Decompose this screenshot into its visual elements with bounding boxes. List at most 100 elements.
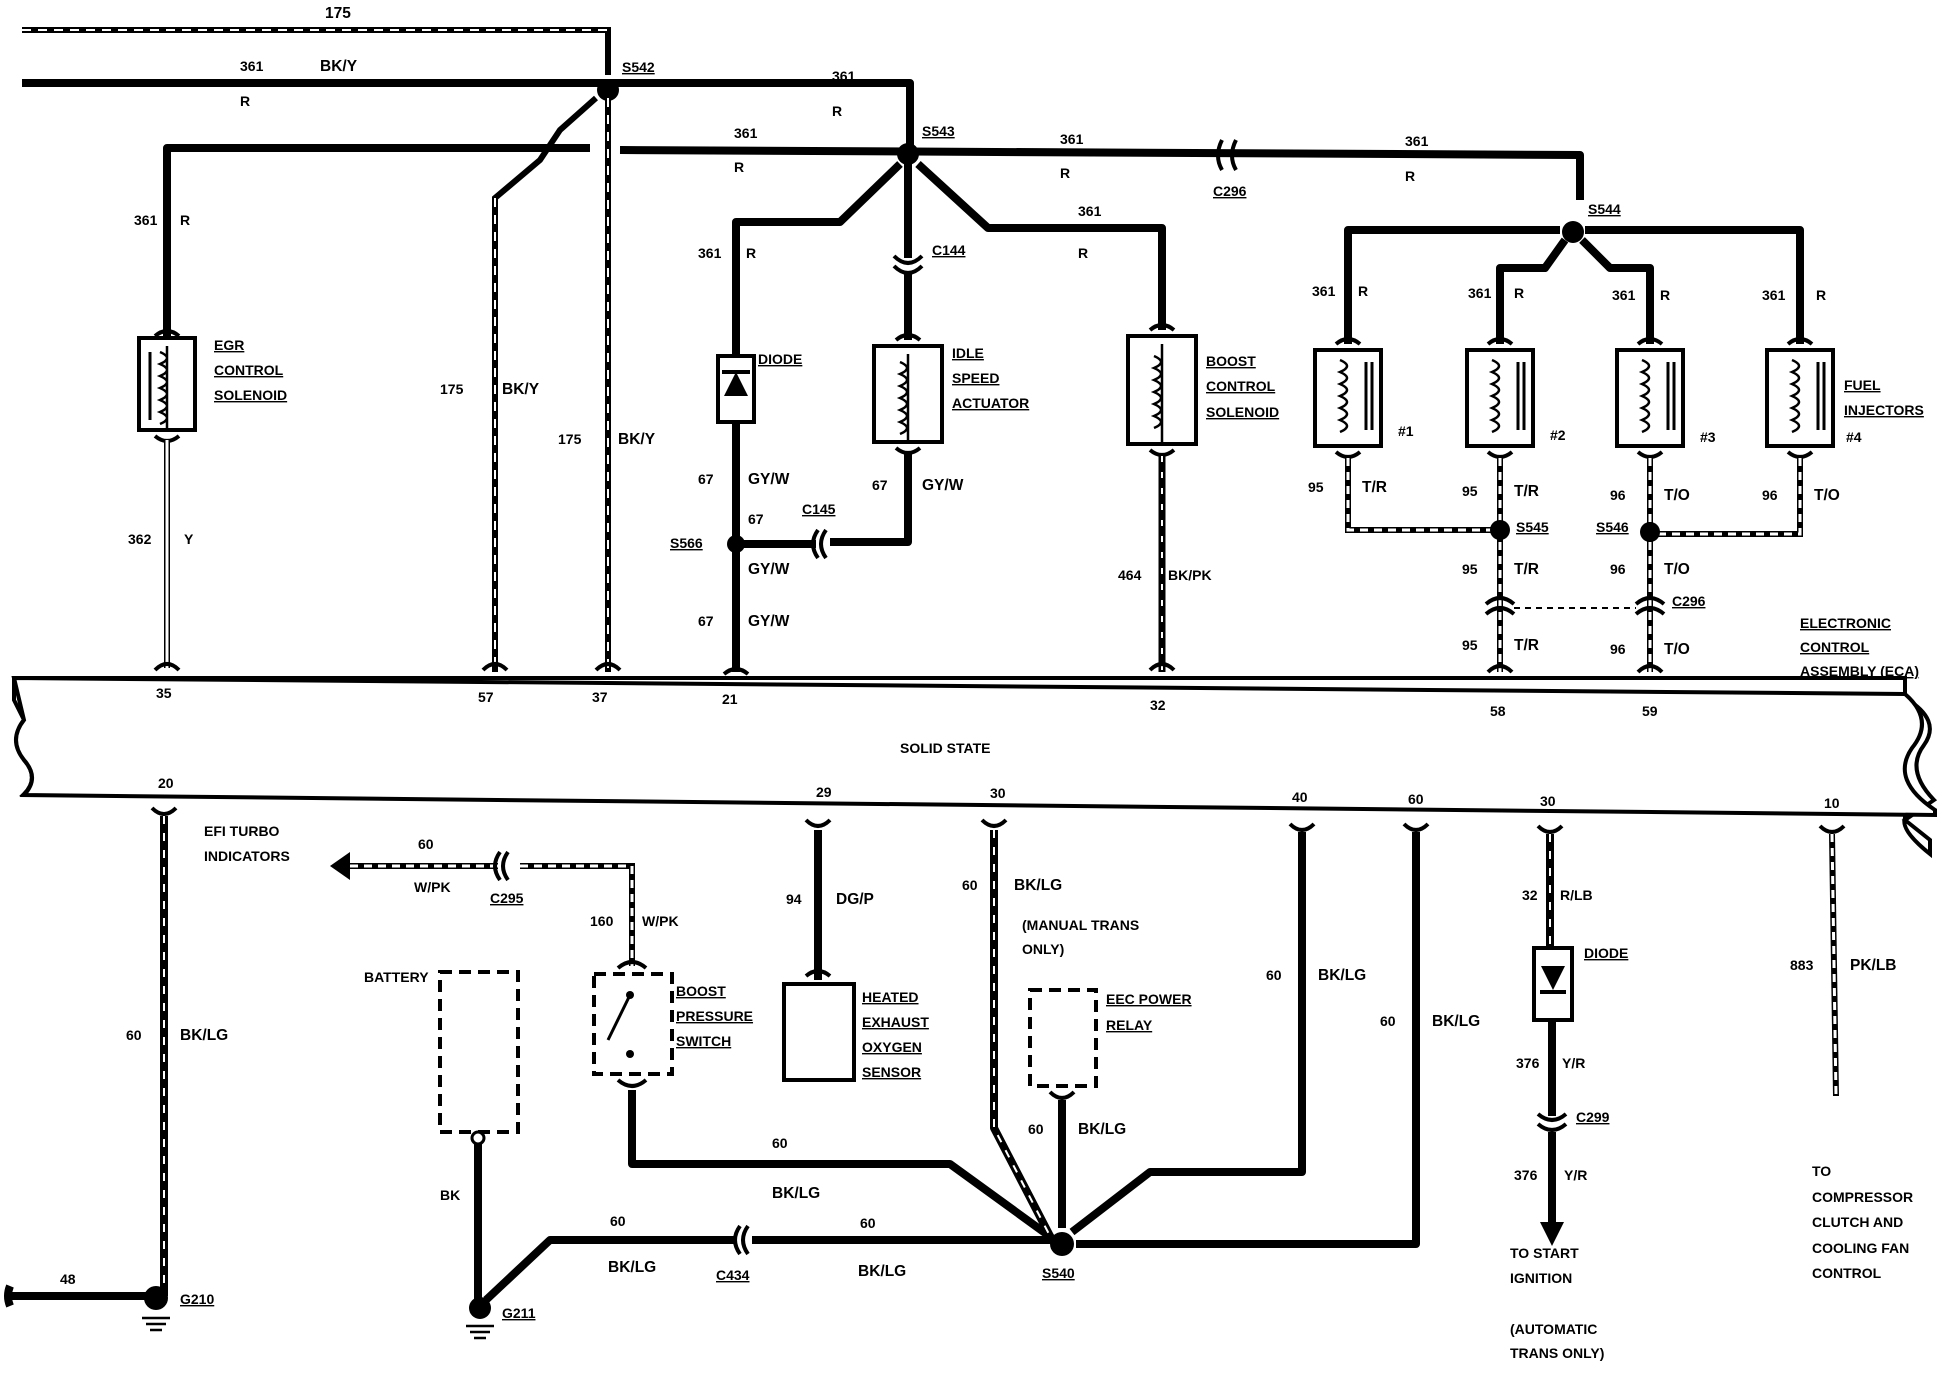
wire-label: 60 <box>860 1215 876 1231</box>
component-label: SPEED <box>952 370 999 386</box>
pin-number: 29 <box>816 784 832 800</box>
connector <box>1048 1090 1076 1100</box>
splice-s545 <box>1490 520 1510 540</box>
eca-bar <box>11 675 1937 818</box>
wire-label: 60 <box>1028 1121 1044 1137</box>
splice-label: S546 <box>1596 519 1629 535</box>
wire-label: R <box>1358 283 1368 299</box>
wire-label: 60 <box>772 1135 788 1151</box>
component-label: DIODE <box>758 351 802 367</box>
component-label: TO START <box>1510 1245 1579 1261</box>
pin-number: 59 <box>1642 703 1658 719</box>
battery <box>438 970 520 1134</box>
wire-label: 95 <box>1462 561 1478 577</box>
splice-s542 <box>597 79 619 101</box>
splice-s540 <box>1050 1232 1074 1256</box>
ground-icon <box>142 1316 170 1332</box>
wire-label: GY/W <box>922 477 964 494</box>
wire-label: BK/LG <box>1432 1013 1480 1030</box>
wire-label: 95 <box>1462 637 1478 653</box>
component-label: CONTROL <box>214 362 284 378</box>
wire-label: 361 <box>134 212 158 228</box>
wire-label: R <box>1660 287 1670 303</box>
splice-label: S543 <box>922 123 955 139</box>
injector-number: #3 <box>1700 429 1716 445</box>
wire-label: 361 <box>1060 131 1084 147</box>
component-label: IDLE <box>952 345 984 361</box>
component-label: CONTROL <box>1206 378 1276 394</box>
note: (MANUAL TRANS <box>1022 917 1139 933</box>
connector-c296-mid-a <box>1484 596 1516 616</box>
wire-label: BK/LG <box>608 1259 656 1276</box>
component-label: SOLENOID <box>214 387 287 403</box>
component-label: OXYGEN <box>862 1039 922 1055</box>
component-label: CONTROL <box>1812 1265 1882 1281</box>
wire-361-boost <box>915 161 1166 330</box>
wire-label: GY/W <box>748 561 790 578</box>
splice-s546 <box>1640 522 1660 542</box>
wire-label: 361 <box>832 68 856 84</box>
wire-label: 60 <box>610 1213 626 1229</box>
wire-361-inj4 <box>1585 226 1804 344</box>
wire-361-inj2 <box>1496 237 1569 344</box>
component-label: EEC POWER <box>1106 991 1192 1007</box>
wire-label: 361 <box>1312 283 1336 299</box>
wire-label: 60 <box>126 1027 142 1043</box>
pin-number: 20 <box>158 775 174 791</box>
component-label: EGR <box>214 337 244 353</box>
component-label: COMPRESSOR <box>1812 1189 1913 1205</box>
component-label: SWITCH <box>676 1033 731 1049</box>
wire-label: 361 <box>1078 203 1102 219</box>
wire-label: BK/LG <box>772 1185 820 1202</box>
wire-label: BK/LG <box>180 1027 228 1044</box>
wire-361-inj3 <box>1579 237 1654 344</box>
wire-label: T/O <box>1664 641 1690 658</box>
pin-number: 40 <box>1292 789 1308 805</box>
wire-label: BK <box>440 1187 460 1203</box>
connector <box>894 333 922 342</box>
diode-symbol-icon <box>1541 966 1565 990</box>
connector-c144 <box>892 254 924 275</box>
wire-label: DG/P <box>836 891 874 908</box>
wire-label: 883 <box>1790 957 1814 973</box>
pin-number: 30 <box>990 785 1006 801</box>
eca-solid-state: SOLID STATE <box>900 740 990 756</box>
component-label: BOOST <box>1206 353 1256 369</box>
splice-label: S544 <box>1588 201 1621 217</box>
pin-number: 32 <box>1150 697 1166 713</box>
connector-label: C144 <box>932 242 966 258</box>
wire-label: GY/W <box>748 613 790 630</box>
wire-label: 361 <box>734 125 758 141</box>
connector-c296-top <box>1216 139 1238 171</box>
connector-c295 <box>493 850 510 882</box>
wire-label: 376 <box>1514 1167 1538 1183</box>
component-label: EFI TURBO <box>204 823 280 839</box>
wire-label: R <box>180 212 190 228</box>
wire-label: R <box>1405 168 1415 184</box>
wire-67-isa <box>830 452 912 546</box>
component-label: TO <box>1812 1163 1831 1179</box>
ground-icon <box>466 1324 494 1340</box>
pin-number: 57 <box>478 689 494 705</box>
splice-label: S545 <box>1516 519 1549 535</box>
wire-label: 361 <box>1762 287 1786 303</box>
arrow-down-icon <box>1540 1222 1564 1246</box>
wire-label: R <box>240 93 250 109</box>
wire-label: 67 <box>698 613 714 629</box>
splice-s543 <box>897 143 919 165</box>
connector-label: C434 <box>716 1267 750 1283</box>
connector-c145 <box>811 528 828 560</box>
diode-symbol-icon <box>724 372 748 396</box>
wire-label: 60 <box>1266 967 1282 983</box>
component-label: HEATED <box>862 989 919 1005</box>
wire-label: 67 <box>872 477 888 493</box>
wire-label: R/LB <box>1560 887 1593 903</box>
splice-label: S542 <box>622 59 655 75</box>
wire-60-30-tracer <box>993 830 1051 1237</box>
connector-label: C299 <box>1576 1109 1610 1125</box>
injector-number: #2 <box>1550 427 1566 443</box>
injector-number: #1 <box>1398 423 1414 439</box>
heated-exhaust-oxygen-sensor <box>782 982 856 1082</box>
connector <box>616 960 648 970</box>
